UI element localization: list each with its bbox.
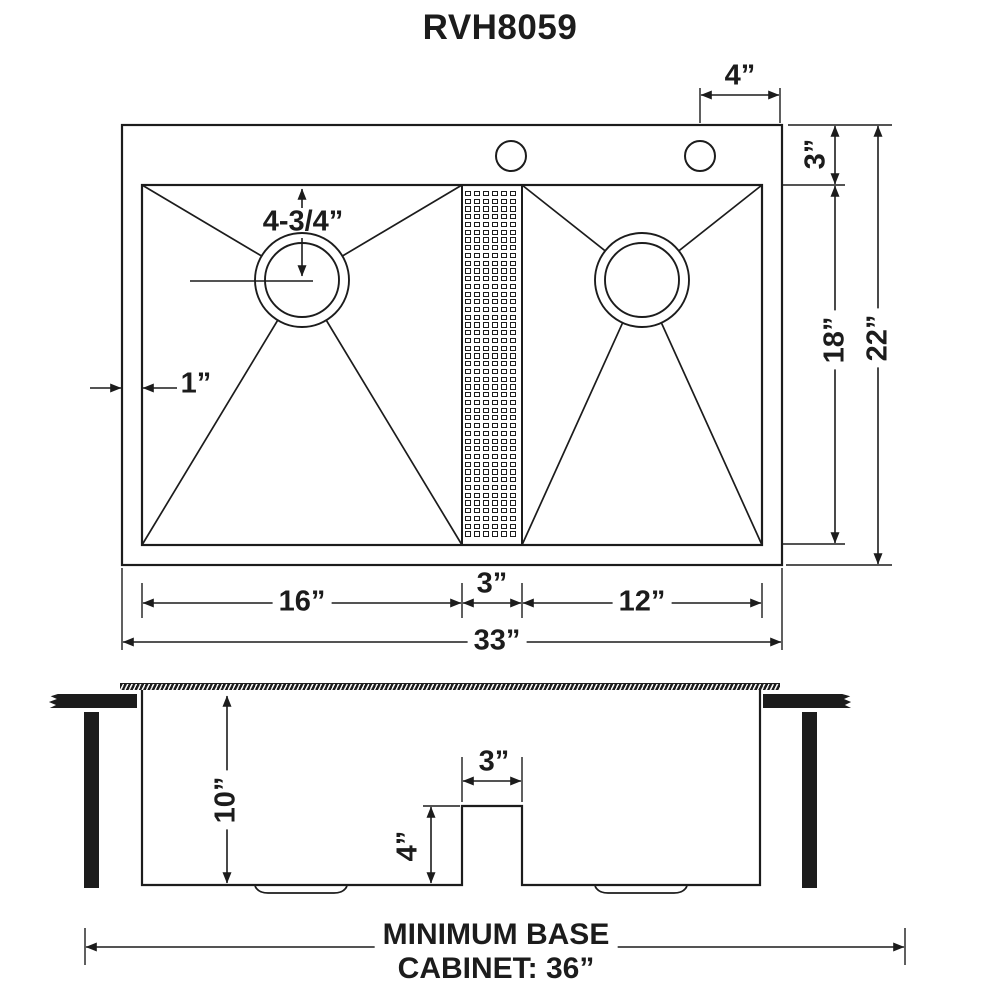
right-drain-boss <box>594 885 688 894</box>
countertop-section-right <box>763 694 852 708</box>
divider-grid-texture <box>465 191 519 540</box>
dim-bowl-depth-fb: 18” <box>819 310 851 370</box>
dim-drain-position: 4-3/4” <box>262 205 344 238</box>
dim-rim-left: 1” <box>180 367 212 400</box>
cabinet-panel-left <box>84 712 99 888</box>
right-bowl-slope-lines <box>521 184 763 546</box>
countertop-section-left <box>48 694 137 708</box>
model-number: RVH8059 <box>422 8 578 47</box>
sink-profile <box>140 690 762 887</box>
dim-overall-width: 33” <box>467 626 527 656</box>
dim-bowl-depth: 10” <box>210 770 242 830</box>
right-drain-outer <box>594 232 690 328</box>
base-cabinet-note-line2: CABINET: 36” <box>389 952 603 986</box>
dim-left-bowl-width: 16” <box>272 587 332 617</box>
left-drain-boss <box>254 885 348 894</box>
dim-divider-height: 4” <box>391 830 424 862</box>
dim-divider-width: 3” <box>476 567 508 600</box>
base-cabinet-note-line1: MINIMUM BASE <box>374 918 618 952</box>
dim-faucet-offset: 4” <box>724 59 756 92</box>
sink-outer-rim <box>120 123 784 567</box>
right-drain-inner <box>604 242 680 318</box>
cabinet-panel-right <box>802 712 817 888</box>
countertop-hatch-line <box>120 683 780 690</box>
dim-overall-fb: 22” <box>862 308 894 368</box>
dim-right-bowl-width: 12” <box>612 587 672 617</box>
left-drain-outer <box>254 232 350 328</box>
faucet-hole-right <box>684 140 716 172</box>
dim-rim-back: 3” <box>799 138 832 170</box>
bowl-area-outline <box>140 183 764 547</box>
left-bowl-slope-lines <box>141 184 463 546</box>
faucet-hole-left <box>495 140 527 172</box>
dim-divider-top-width: 3” <box>478 745 510 778</box>
